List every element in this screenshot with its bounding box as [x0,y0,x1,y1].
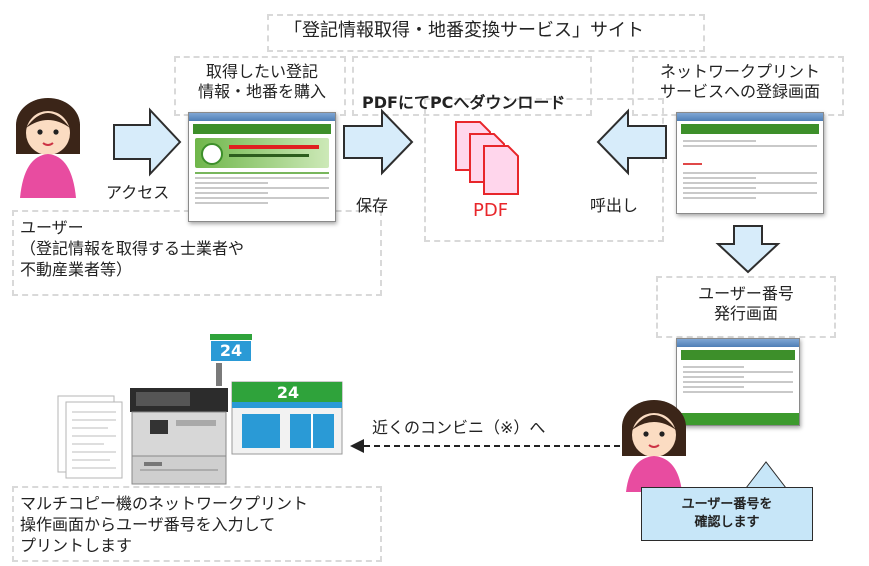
user-character-1 [16,98,80,198]
user-number-line-1: ユーザー番号 [698,284,794,303]
site-title-frame [267,14,705,52]
nearby-store-label: 近くのコンビニ（※）へ [372,418,546,437]
user-number-line-2: 発行画面 [713,304,778,323]
site-title: 「登記情報取得・地番変換サービス」サイト [284,20,644,41]
save-label: 保存 [356,196,389,215]
user-desc-line-3: 不動産業者等） [20,259,133,279]
store-pole-sign-number: 24 [219,341,243,360]
purchase-site-screenshot [188,112,336,222]
purchase-label-line-1: 取得したい登記 [205,62,318,81]
purchase-label: 取得したい登記 情報・地番を購入 [178,62,346,102]
pdf-label-frame [352,56,592,116]
user-desc-line-1: ユーザー [20,218,84,237]
user-desc-line-2: （登記情報を取得する士業者や [20,238,245,258]
arrow-save [343,108,414,176]
mfp-desc: マルチコピー機のネットワークプリント 操作画面からユーザ番号を入力して プリント… [20,494,308,556]
user-number-callout: ユーザー番号を 確認します [641,487,813,541]
nw-registration-screenshot [676,112,824,214]
callout-line-1: ユーザー番号を [681,497,773,513]
mfp-desc-frame [12,486,382,562]
nw-registration-line-1: ネットワークプリント [659,62,820,81]
callout-text: ユーザー番号を 確認します [682,496,773,531]
callout-tail [744,461,788,489]
purchase-label-line-2: 情報・地番を購入 [197,82,326,101]
access-label: アクセス [106,183,170,202]
callout-line-2: 確認します [694,515,760,530]
call-label: 呼出し [590,196,639,215]
multifunction-copier-icon [130,388,228,485]
pdf-download-label: PDFにてPCへダウンロード [362,93,566,112]
printed-documents-icon [57,395,123,479]
arrow-access [113,107,182,177]
user-desc: ユーザー （登記情報を取得する士業者や 不動産業者等） [20,218,244,280]
nw-registration-line-2: サービスへの登録画面 [659,82,820,101]
arrow-down [715,225,781,274]
nw-registration-label: ネットワークプリント サービスへの登録画面 [636,62,844,102]
user-number-label: ユーザー番号 発行画面 [660,284,832,324]
pdf-area-frame [424,98,664,242]
mfp-desc-line-3: プリントします [20,535,133,555]
pdf-label: PDF [473,200,509,221]
user-number-frame [656,276,836,338]
mfp-desc-line-2: 操作画面からユーザ番号を入力して [20,514,276,534]
store-facade-sign-number: 24 [276,383,300,402]
user-number-screenshot [676,338,800,426]
mfp-desc-line-1: マルチコピー機のネットワークプリント [20,494,309,513]
dashed-arrow-head [350,439,364,453]
